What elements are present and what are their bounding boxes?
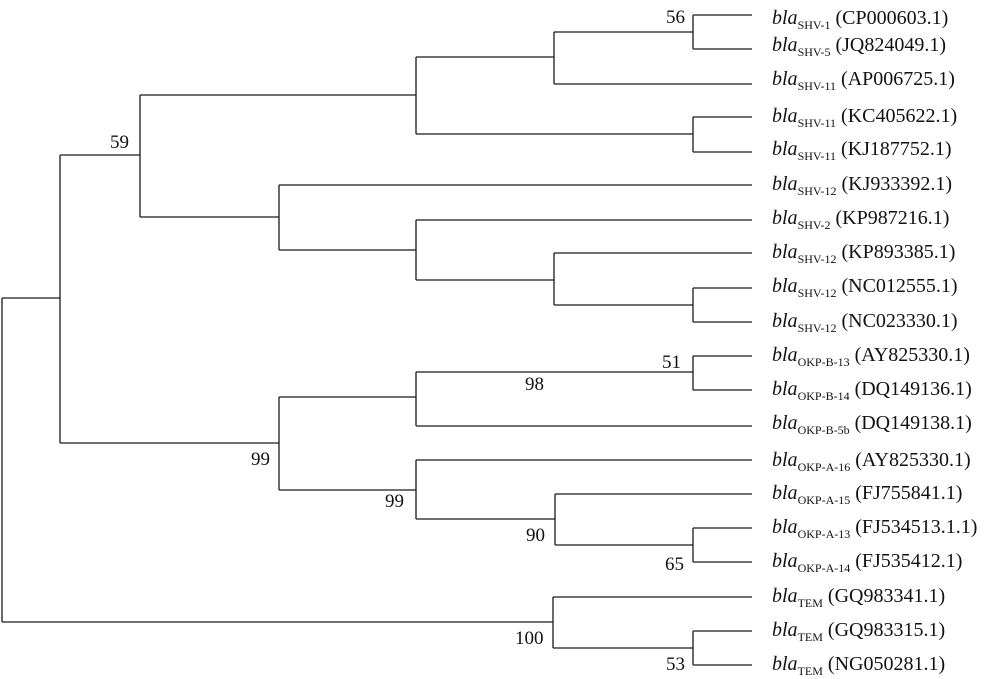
taxon-label: blaOKP-A-16(AY825330.1) <box>772 449 971 474</box>
bootstrap-value: 100 <box>515 628 544 649</box>
taxon-label: blaOKP-B-13(AY825330.1) <box>772 344 970 369</box>
taxon-label: blaOKP-B-5b(DQ149138.1) <box>772 412 972 437</box>
taxon-label: blaSHV-12(NC012555.1) <box>772 275 958 300</box>
taxon-label: blaOKP-A-13(FJ534513.1.1) <box>772 516 977 541</box>
taxon-label: blaSHV-11(AP006725.1) <box>772 68 955 93</box>
taxon-label: blaTEM(GQ983315.1) <box>772 619 945 644</box>
taxon-label: blaSHV-2(KP987216.1) <box>772 207 949 232</box>
bootstrap-value: 98 <box>525 374 544 395</box>
taxon-label: blaSHV-11(KJ187752.1) <box>772 138 952 163</box>
taxon-label: blaSHV-12(KP893385.1) <box>772 241 955 266</box>
taxon-labels: blaSHV-1(CP000603.1) blaSHV-5(JQ824049.1… <box>772 7 977 678</box>
taxon-label: blaOKP-A-14(FJ535412.1) <box>772 550 962 575</box>
taxon-label: blaOKP-B-14(DQ149136.1) <box>772 378 972 403</box>
taxon-label: blaTEM(GQ983341.1) <box>772 585 945 610</box>
taxon-label: blaSHV-1(CP000603.1) <box>772 7 948 32</box>
taxon-label: blaSHV-12(KJ933392.1) <box>772 173 952 198</box>
taxon-label: blaOKP-A-15(FJ755841.1) <box>772 482 962 507</box>
bootstrap-value: 65 <box>665 554 684 575</box>
taxon-label: blaTEM(NG050281.1) <box>772 653 945 678</box>
bootstrap-value: 90 <box>526 525 545 546</box>
bootstrap-value: 51 <box>662 352 681 373</box>
taxon-label: blaSHV-5(JQ824049.1) <box>772 34 946 59</box>
bootstrap-values: 56 59 98 51 99 99 90 65 100 53 <box>110 7 685 675</box>
bootstrap-value: 53 <box>666 654 685 675</box>
taxon-label: blaSHV-11(KC405622.1) <box>772 105 957 130</box>
bootstrap-value: 56 <box>666 7 685 28</box>
tree-branches <box>1 14 752 666</box>
bootstrap-value: 99 <box>385 491 404 512</box>
bootstrap-value: 99 <box>251 449 270 470</box>
bootstrap-value: 59 <box>110 132 129 153</box>
taxon-label: blaSHV-12(NC023330.1) <box>772 310 958 335</box>
